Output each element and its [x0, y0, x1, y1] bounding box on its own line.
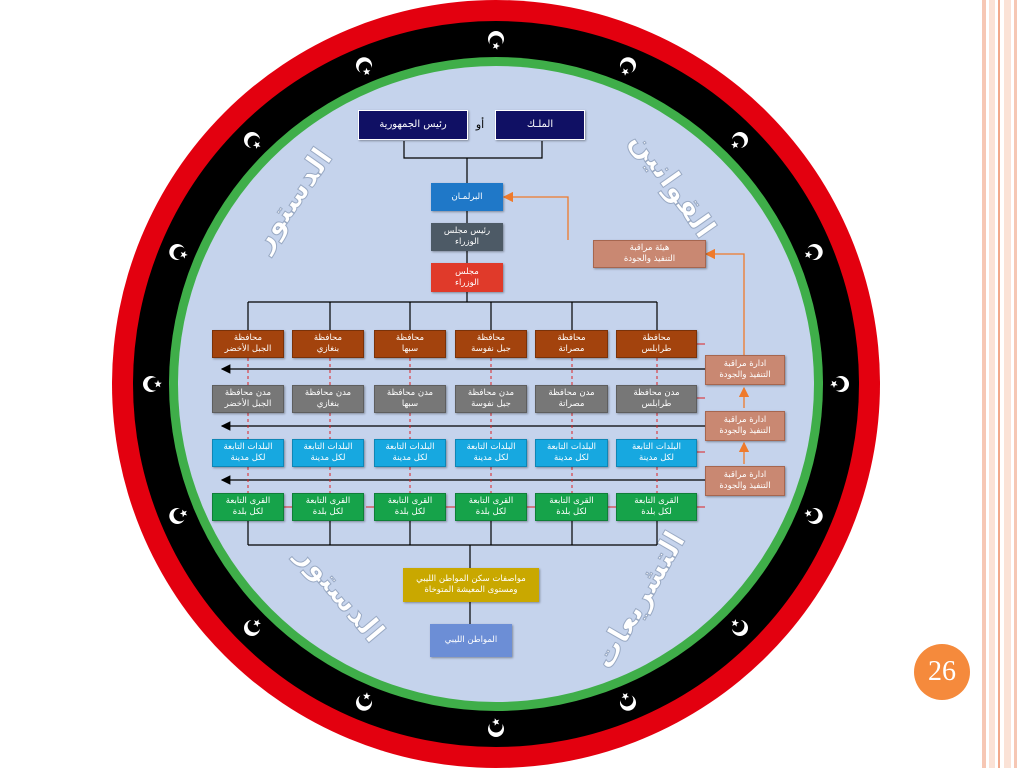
- crescent-star-icon: [804, 244, 823, 260]
- crescent-star-icon: [488, 31, 504, 50]
- crescent-star-icon: [488, 718, 504, 737]
- governorate-box: محافظة مصراتة: [535, 330, 608, 358]
- towns-box: البلدات التابعة لكل مدينة: [212, 439, 284, 467]
- orange-arrows: [502, 191, 750, 464]
- towns-box: البلدات التابعة لكل مدينة: [374, 439, 446, 467]
- crescent-star-icon: [356, 692, 372, 711]
- crescent-star-icon: [169, 508, 188, 524]
- crescent-star-icon: [804, 508, 823, 524]
- villages-box: القرى التابعة لكل بلدة: [535, 493, 608, 521]
- pm-box: رئيس مجلس الوزراء: [431, 223, 503, 251]
- sibling-links: [284, 343, 705, 508]
- cities-box: مدن محافظة الجبل الأخضر: [212, 385, 284, 413]
- cities-box: مدن محافظة سبها: [374, 385, 446, 413]
- monitoring-body-box: هيئة مراقبة التنفيذ والجودة: [593, 240, 706, 268]
- villages-box: القرى التابعة لكل بلدة: [212, 493, 284, 521]
- cities-box: مدن محافظة مصراتة: [535, 385, 608, 413]
- crescent-star-icon: [620, 57, 636, 76]
- villages-box: القرى التابعة لكل بلدة: [292, 493, 364, 521]
- crescent-star-icon: [731, 619, 748, 636]
- crescent-star-icon: [143, 376, 162, 392]
- monitoring-department-box: ادارة مراقبة التنفيذ والجودة: [705, 355, 785, 385]
- villages-box: القرى التابعة لكل بلدة: [616, 493, 697, 521]
- page-number: 26: [914, 644, 970, 700]
- crescent-star-icon: [620, 692, 636, 711]
- king-box: الملـك: [495, 110, 585, 140]
- crescent-star-icon: [244, 619, 261, 636]
- governorate-box: محافظة طرابلس: [616, 330, 697, 358]
- decor-stripe: [998, 0, 1000, 768]
- decor-stripe: [989, 0, 995, 768]
- villages-box: القرى التابعة لكل بلدة: [455, 493, 527, 521]
- governorate-box: محافظة بنغازي: [292, 330, 364, 358]
- cities-box: مدن محافظة جبل نفوسة: [455, 385, 527, 413]
- crescent-star-icon: [356, 57, 372, 76]
- parliament-box: البرلمـان: [431, 183, 503, 211]
- towns-box: البلدات التابعة لكل مدينة: [455, 439, 527, 467]
- towns-box: البلدات التابعة لكل مدينة: [535, 439, 608, 467]
- decor-stripe: [1014, 0, 1017, 768]
- citizen-box: المواطن الليبي: [430, 624, 512, 657]
- specs-box: مواصفات سكن المواطن الليبي ومستوى المعيش…: [403, 568, 539, 602]
- crescent-star-icon: [244, 132, 261, 149]
- decor-stripe: [982, 0, 986, 768]
- president-box: رئيس الجمهورية: [358, 110, 468, 140]
- governorate-box: محافظة الجبل الأخضر: [212, 330, 284, 358]
- cities-box: مدن محافظة طرابلس: [616, 385, 697, 413]
- crescent-star-icon: [169, 244, 188, 260]
- inner-field: [178, 66, 814, 702]
- cities-box: مدن محافظة بنغازي: [292, 385, 364, 413]
- dashed-links: [247, 358, 658, 493]
- crescent-star-icon: [830, 376, 849, 392]
- crescent-star-icon: [731, 132, 748, 149]
- monitoring-department-box: ادارة مراقبة التنفيذ والجودة: [705, 466, 785, 496]
- connector-lines: [220, 141, 705, 624]
- decor-stripe: [1004, 0, 1011, 768]
- towns-box: البلدات التابعة لكل مدينة: [292, 439, 364, 467]
- governorate-box: محافظة سبها: [374, 330, 446, 358]
- monitoring-department-box: ادارة مراقبة التنفيذ والجودة: [705, 411, 785, 441]
- council-box: مجلس الوزراء: [431, 263, 503, 292]
- governorate-box: محافظة جبل نفوسة: [455, 330, 527, 358]
- towns-box: البلدات التابعة لكل مدينة: [616, 439, 697, 467]
- or-label: أو: [475, 118, 485, 131]
- villages-box: القرى التابعة لكل بلدة: [374, 493, 446, 521]
